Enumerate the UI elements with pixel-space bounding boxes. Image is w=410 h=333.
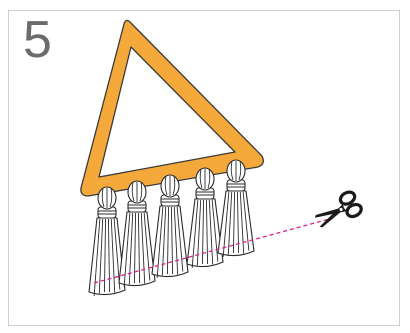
tassel: [218, 160, 254, 257]
scissors-icon: [311, 190, 363, 233]
